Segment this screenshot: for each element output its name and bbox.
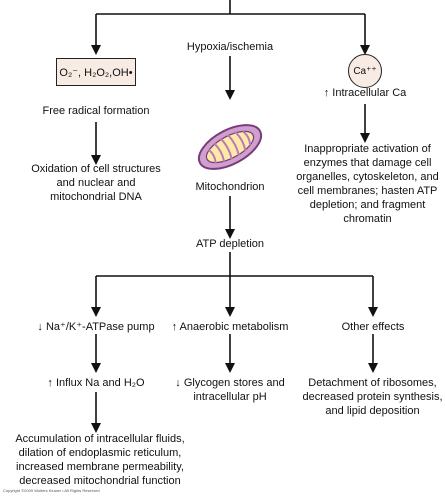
- glycogen-ph-label: ↓ Glycogen stores and intracellular pH: [175, 377, 285, 403]
- intracellular-ca-label: ↑ Intracellular Ca: [323, 87, 407, 99]
- free-radical-species-box: O₂⁻, H₂O₂,OH•: [56, 58, 136, 86]
- other-effects-label: Other effects: [341, 321, 405, 333]
- calcium-label: Ca⁺⁺: [353, 65, 377, 77]
- oxidation-label: Oxidation of cell structures and nuclear…: [31, 163, 161, 203]
- hypoxia-ischemia-label: Hypoxia/ischemia: [186, 41, 274, 53]
- anaerobic-metabolism-label: ↑ Anaerobic metabolism: [171, 321, 289, 333]
- mitochondrion-label: Mitochondrion: [195, 181, 265, 193]
- atp-depletion-label: ATP depletion: [195, 238, 265, 250]
- calcium-circle: Ca⁺⁺: [348, 54, 382, 88]
- mitochondrion-illustration: [197, 124, 263, 170]
- influx-na-h2o-label: ↑ Influx Na and H₂O: [47, 377, 145, 389]
- enzyme-activation-label: Inappropriate activation of enzymes that…: [296, 143, 439, 225]
- na-k-pump-label: ↓ Na⁺/K⁺-ATPase pump: [37, 321, 155, 333]
- free-radical-formation-label: Free radical formation: [42, 105, 150, 117]
- copyright-credit: Copyright ©2009 Wolters Kluwer • All Rig…: [3, 488, 100, 493]
- mitochondrion-cristae: [208, 130, 252, 164]
- accumulation-label: Accumulation of intracellular fluids, di…: [15, 433, 185, 487]
- free-radical-species-label: O₂⁻, H₂O₂,OH•: [59, 66, 133, 79]
- detachment-label: Detachment of ribosomes, decreased prote…: [302, 377, 443, 417]
